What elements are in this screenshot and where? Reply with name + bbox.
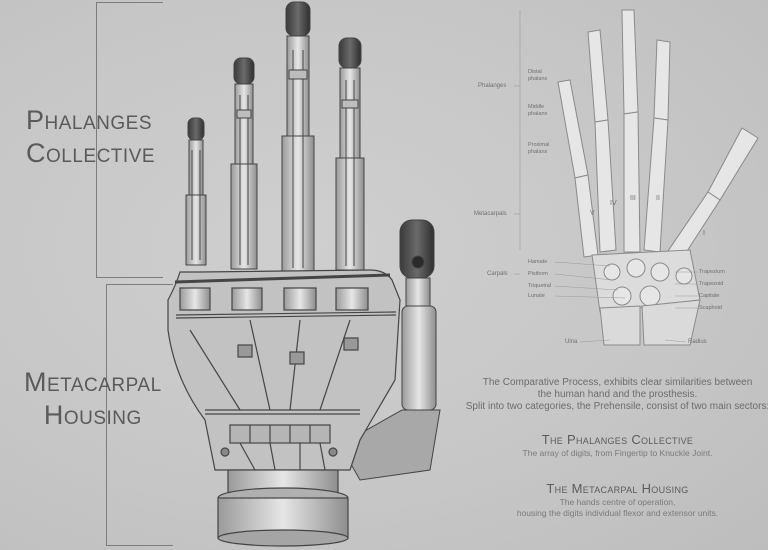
description-line1: The Comparative Process, exhibits clear … — [482, 377, 753, 388]
section-title-phalanges: The Phalanges Collective — [541, 432, 694, 447]
description-line3: Split into two categories, the Prehensil… — [465, 401, 768, 412]
anat-distal-line1: Distal — [528, 69, 542, 75]
anat-label-hamate: Hamate — [528, 259, 548, 265]
anat-label-distal: Distal phalanx — [528, 69, 547, 83]
anat-distal-line2: phalanx — [528, 76, 548, 82]
prosthetic-thumb — [339, 219, 441, 481]
prosthetic-finger-index — [335, 37, 365, 271]
anat-label-middle: Middle phalanx — [528, 104, 547, 118]
anat-proximal-line1: Proximal — [528, 142, 550, 148]
metacarpal-housing-label: Metacarpal Housing — [24, 366, 162, 432]
anat-middle-line2: phalanx — [528, 111, 548, 117]
phalanges-bracket — [96, 2, 163, 278]
anat-label-radius: Radius — [688, 339, 707, 345]
anat-label-scaphoid: Scaphoid — [699, 305, 722, 311]
anat-label-pisiform: Pisiform — [528, 271, 548, 277]
metacarpal-bracket — [106, 284, 173, 546]
metacarpal-frame — [167, 269, 401, 471]
prosthetic-finger-middle — [281, 1, 315, 272]
phalanges-label-line1: Phalanges — [26, 105, 152, 135]
description-line2: the human hand and the prosthesis. — [537, 389, 698, 400]
anat-label-proximal: Proximal phalanx — [528, 142, 549, 156]
wrist-base — [217, 469, 349, 547]
numeral-v: V — [590, 210, 595, 217]
anat-proximal-line2: phalanx — [528, 149, 548, 155]
anat-label-carpals: Carpals — [487, 271, 508, 277]
anat-middle-line1: Middle — [528, 104, 545, 110]
section-desc-metacarpal-line2: housing the digits individual flexor and… — [516, 508, 719, 518]
skeletal-hand-illustration — [557, 9, 759, 346]
prosthetic-finger-ring — [230, 57, 258, 270]
prosthetic-finger-little — [185, 117, 207, 266]
anat-label-ulna: Ulna — [565, 339, 578, 345]
metacarpal-label-line2: Housing — [43, 400, 142, 430]
numeral-iv: IV — [610, 200, 617, 207]
anat-label-phalanges: Phalanges — [478, 83, 507, 89]
skeleton-leader-lines — [514, 10, 698, 343]
anat-label-lunate: Lunate — [528, 293, 545, 299]
section-desc-metacarpal-line1: The hands centre of operation, — [559, 497, 676, 507]
numeral-iii: III — [630, 195, 636, 202]
description-text: The Comparative Process, exhibits clear … — [455, 377, 768, 413]
anat-label-trapezium: Trapezium — [699, 269, 725, 275]
anat-label-capitate: Capitate — [699, 293, 720, 299]
anat-label-triquetral: Triquetral — [528, 283, 552, 289]
numeral-ii: II — [656, 195, 660, 202]
metacarpal-label-line1: Metacarpal — [24, 367, 162, 397]
section-title-metacarpal: The Metacarpal Housing — [546, 481, 689, 496]
anat-label-trapezoid: Trapezoid — [699, 281, 724, 287]
anat-label-metacarpals: Metacarpals — [474, 211, 507, 217]
section-desc-phalanges: The array of digits, from Fingertip to K… — [522, 448, 713, 458]
numeral-i: I — [703, 230, 705, 237]
section-desc-metacarpal: The hands centre of operation, housing t… — [455, 497, 768, 519]
phalanges-label-line2: Collective — [26, 138, 156, 168]
phalanges-collective-label: Phalanges Collective — [26, 104, 155, 170]
